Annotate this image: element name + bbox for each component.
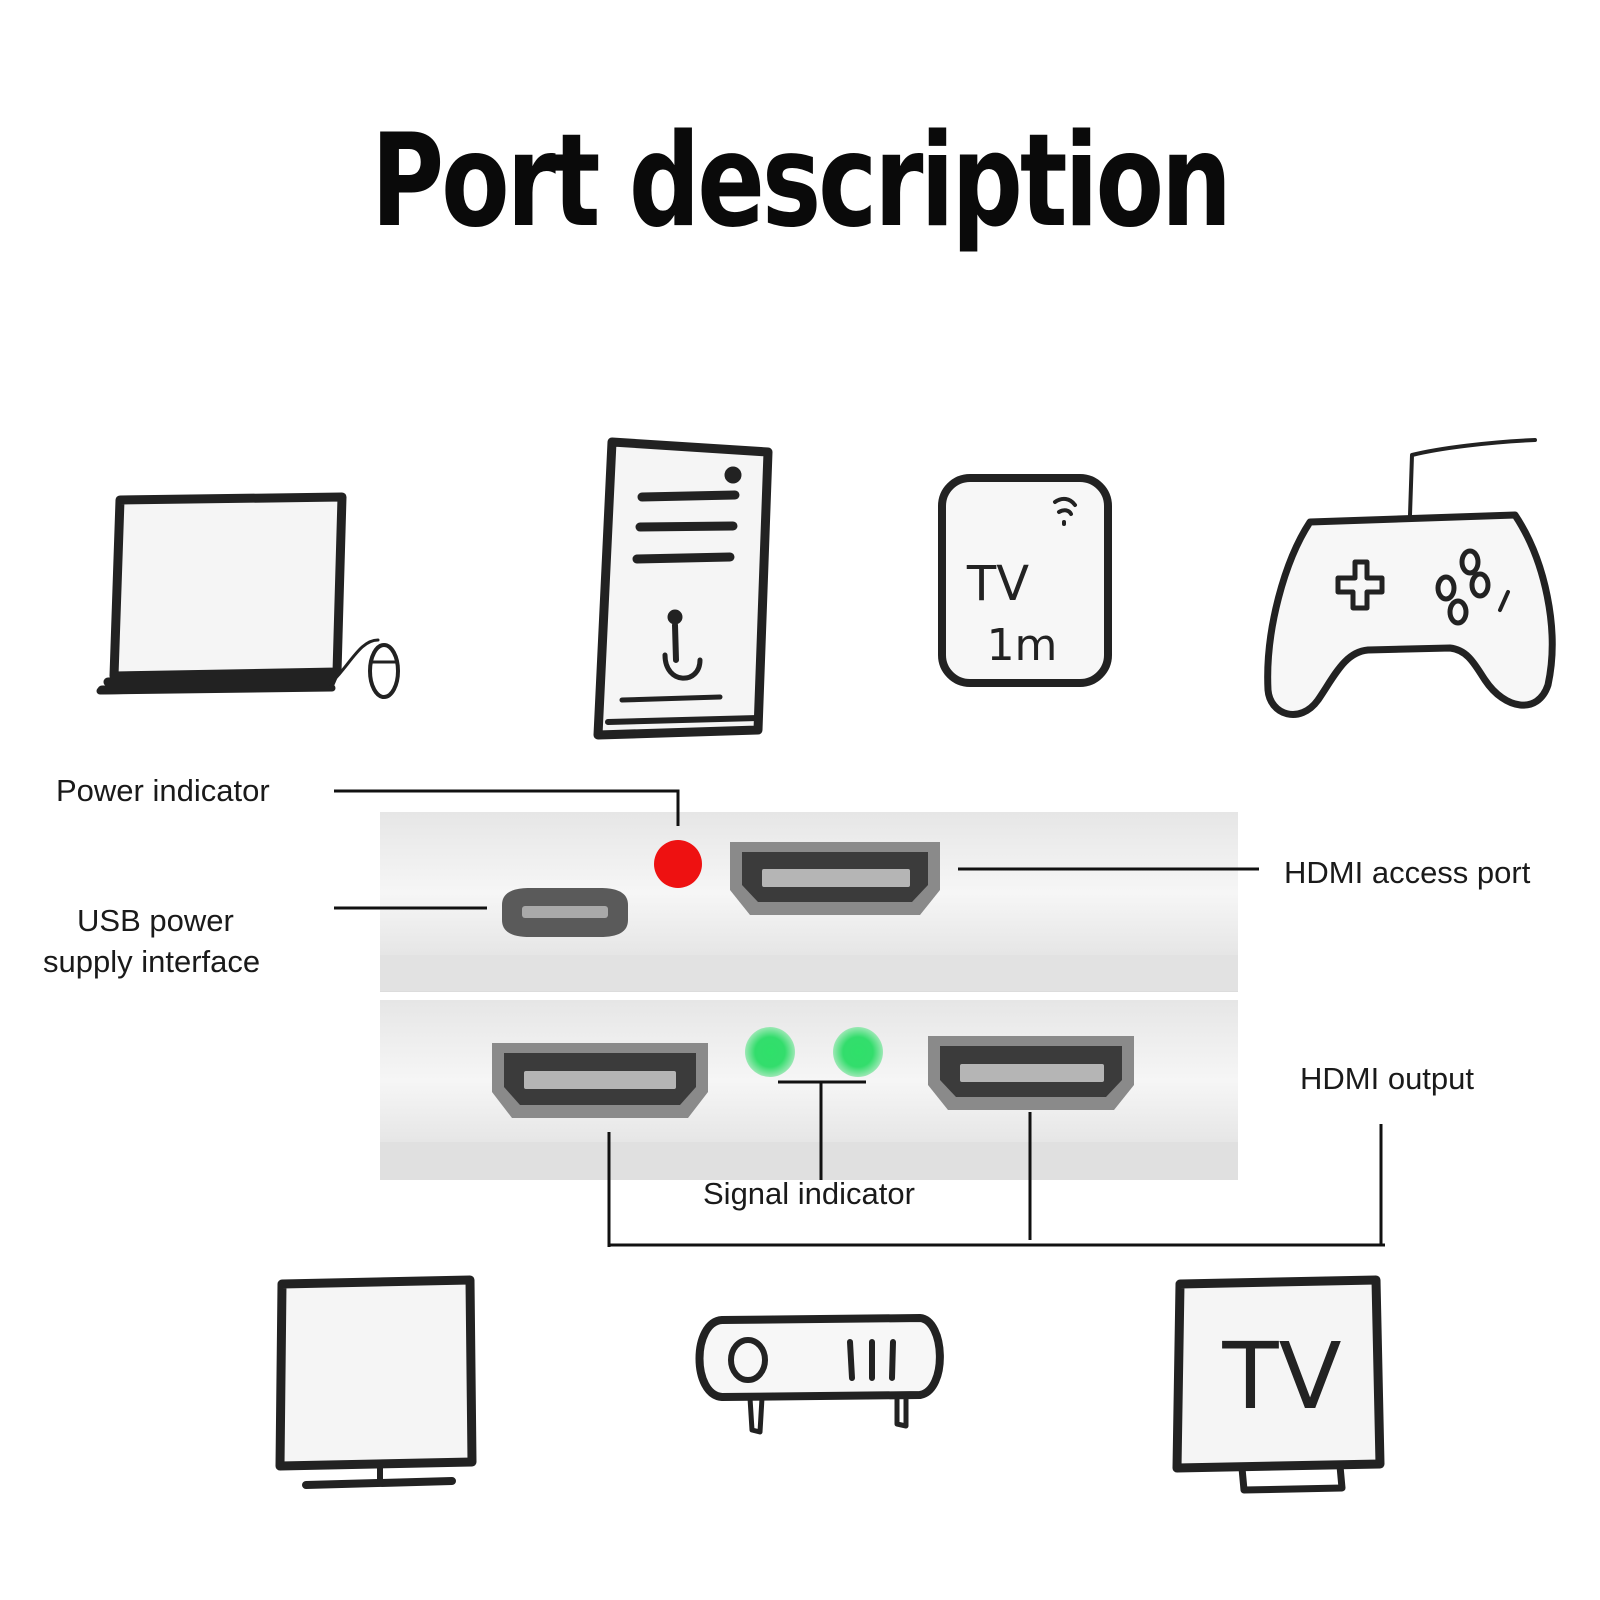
tv-box-icon: TV 1m bbox=[938, 474, 1112, 687]
signal-led-2 bbox=[833, 1027, 883, 1077]
splitter-top-face bbox=[380, 812, 1238, 992]
power-indicator-label: Power indicator bbox=[56, 773, 270, 808]
laptop-icon bbox=[96, 492, 400, 699]
gamepad-icon bbox=[1264, 438, 1556, 718]
hdmi-output-port-1 bbox=[492, 1043, 708, 1118]
hdmi-output-port-2 bbox=[928, 1036, 1134, 1110]
page-title: Port description bbox=[371, 107, 1232, 256]
projector-icon bbox=[695, 1314, 944, 1435]
tv-box-text-2: 1m bbox=[987, 620, 1058, 671]
desktop-tower-icon bbox=[593, 437, 773, 740]
hdmi-access-port-label: HDMI access port bbox=[1284, 855, 1531, 890]
micro-usb-port bbox=[502, 888, 628, 937]
tv-icon: TV bbox=[1172, 1275, 1385, 1494]
signal-indicator-label: Signal indicator bbox=[703, 1176, 915, 1211]
signal-indicator-leader bbox=[778, 1080, 866, 1180]
signal-led-1 bbox=[745, 1027, 795, 1077]
tv-screen-text: TV bbox=[1221, 1323, 1341, 1430]
power-indicator-leader bbox=[334, 789, 680, 826]
usb-power-label-line1: USB power bbox=[77, 903, 234, 938]
power-led bbox=[654, 840, 702, 888]
monitor-icon bbox=[275, 1275, 477, 1489]
splitter-bottom-face bbox=[380, 1000, 1238, 1180]
hdmi-input-port bbox=[730, 842, 940, 915]
hdmi-output-label: HDMI output bbox=[1300, 1061, 1475, 1096]
callout-lines bbox=[334, 789, 1385, 1247]
tv-box-text-1: TV bbox=[966, 556, 1029, 612]
usb-power-label-line2: supply interface bbox=[43, 944, 261, 979]
hdmi-output-leader bbox=[607, 1112, 1385, 1247]
